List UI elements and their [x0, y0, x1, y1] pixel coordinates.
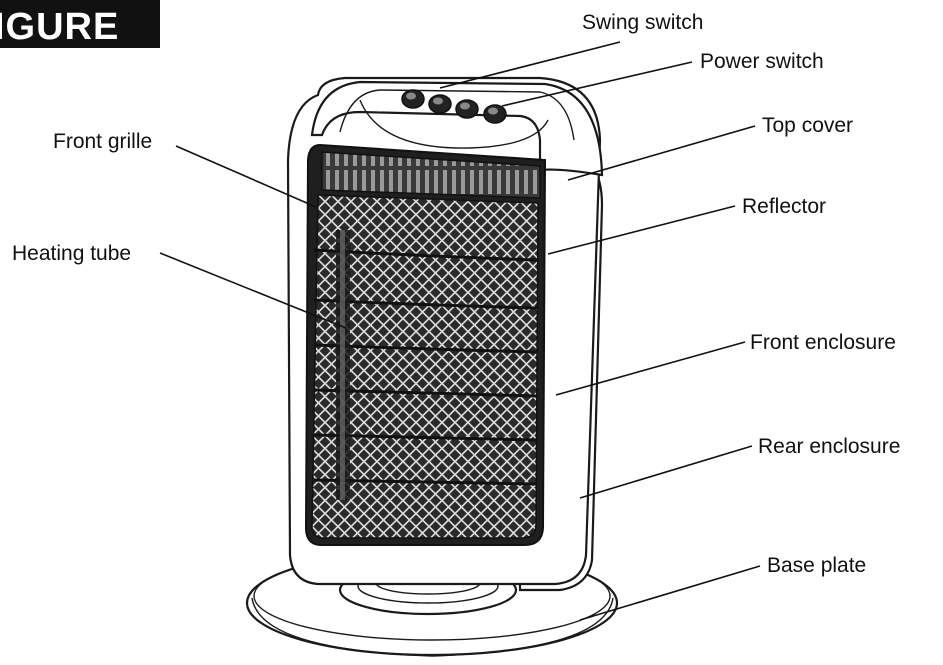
label-base-plate: Base plate	[767, 554, 866, 577]
top-cover	[310, 80, 604, 177]
leader-power-switch	[501, 61, 693, 107]
knob-3	[455, 99, 479, 119]
knob-2	[428, 94, 452, 114]
leader-reflector	[547, 205, 736, 255]
leader-lines	[159, 41, 761, 621]
leader-front-grille	[175, 145, 317, 208]
label-power-switch: Power switch	[700, 50, 824, 73]
label-top-cover: Top cover	[762, 114, 853, 137]
control-panel-recess	[359, 99, 549, 149]
power-switch-knob	[483, 104, 507, 124]
leader-base-plate	[579, 565, 761, 621]
swing-switch-knob	[401, 89, 425, 109]
leader-top-cover	[567, 125, 756, 181]
label-rear-enclosure: Rear enclosure	[758, 435, 900, 458]
leader-rear-enclosure	[579, 445, 753, 499]
label-front-grille: Front grille	[53, 130, 152, 153]
label-heating-tube: Heating tube	[12, 242, 131, 265]
front-grille	[311, 194, 539, 539]
label-reflector: Reflector	[742, 195, 826, 218]
label-swing-switch: Swing switch	[582, 11, 703, 34]
labels: Swing switch Power switch Top cover Fron…	[12, 11, 900, 577]
label-front-enclosure: Front enclosure	[750, 331, 896, 354]
reflector	[321, 151, 541, 199]
leader-heating-tube	[159, 252, 347, 329]
leader-front-enclosure	[555, 341, 746, 396]
banner-text: IGURE	[0, 6, 119, 48]
leader-swing-switch	[439, 41, 621, 89]
heating-tube	[336, 230, 350, 500]
banner-background	[0, 0, 160, 48]
figure-banner: IGURE	[0, 0, 160, 48]
control-knobs	[401, 89, 507, 124]
